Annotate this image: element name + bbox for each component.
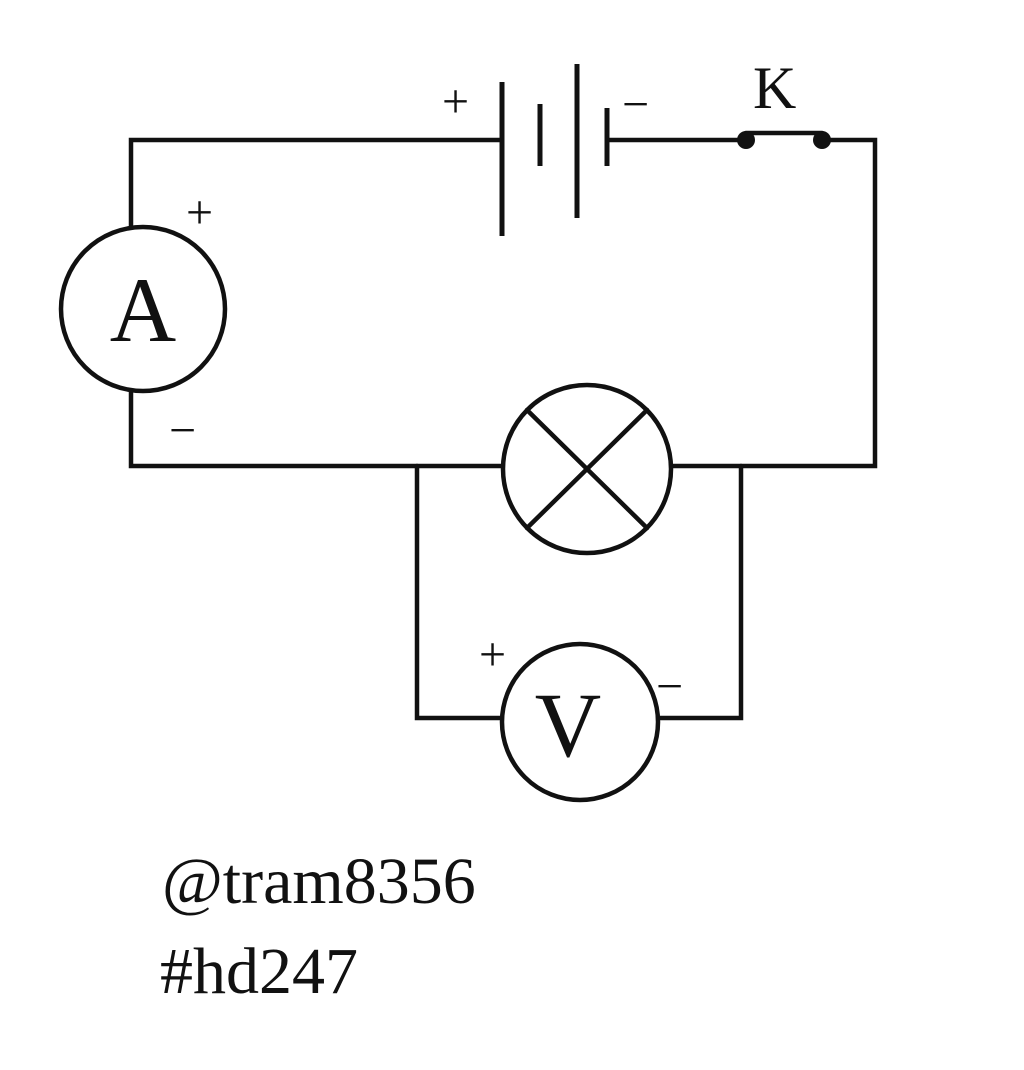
ammeter-plus-label: + — [186, 186, 213, 239]
wire-bottom-left — [128, 389, 506, 469]
ammeter-minus-label: − — [169, 404, 196, 457]
voltmeter-plus-label: + — [479, 628, 506, 681]
lamp-cross-icon — [500, 382, 674, 556]
battery: + − — [442, 64, 649, 236]
lamp-cross-line-2 — [524, 407, 650, 531]
wire-voltmeter-right — [654, 463, 744, 721]
ammeter-circle — [58, 224, 228, 394]
switch-k: K — [737, 55, 831, 149]
watermark-hashtag: #hd247 — [160, 935, 358, 1008]
wire-right — [669, 137, 878, 469]
wire-voltmeter-left — [414, 463, 506, 721]
switch-contact-left — [737, 131, 755, 149]
switch-contact-right — [813, 131, 831, 149]
ammeter-letter: A — [110, 259, 176, 361]
watermark-handle: @tram8356 — [162, 845, 476, 918]
voltmeter-circle — [499, 641, 661, 803]
wires — [128, 137, 878, 721]
voltmeter: V + − — [479, 628, 683, 803]
wire-top-left — [128, 137, 503, 229]
ammeter: A + − — [58, 186, 228, 457]
watermark: @tram8356 #hd247 — [160, 845, 476, 1008]
battery-plus-label: + — [442, 75, 469, 128]
voltmeter-letter: V — [535, 674, 601, 776]
battery-minus-label: − — [622, 78, 649, 131]
voltmeter-minus-label: − — [656, 660, 683, 713]
switch-label: K — [753, 55, 796, 121]
